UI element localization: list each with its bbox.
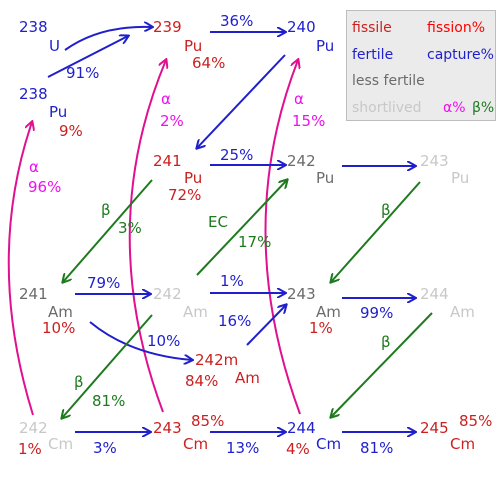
pu240-mass: 240 — [287, 18, 316, 36]
capture-label-pu238: 91% — [66, 64, 100, 82]
pu240-symbol: Pu — [316, 37, 335, 55]
capture-label-cm244: 81% — [360, 439, 394, 457]
capture-arrow-am242m-am243 — [246, 305, 286, 346]
pu239-fission-pct: 64% — [192, 54, 226, 72]
legend-less-fertile: less fertile — [352, 73, 425, 89]
am242m-fission-pct: 84% — [185, 372, 219, 390]
legend-box: fissile fission% fertile capture% less f… — [346, 10, 496, 121]
ec-label-am242: 17% — [238, 233, 272, 251]
alpha-label-cm244: 15% — [292, 112, 326, 130]
beta-arrow-am242-cm242 — [62, 314, 153, 418]
cm244-mass: 244 — [287, 419, 316, 437]
alpha-symbol-cm242: α — [29, 158, 39, 176]
am242m-symbol: Am — [235, 369, 260, 387]
am244-symbol: Am — [450, 303, 475, 321]
u238-symbol: U — [49, 37, 60, 55]
capture-arrow-pu238-u239 — [47, 36, 128, 78]
alpha-arrow-cm242-pu238 — [7, 122, 33, 416]
pu238-mass: 238 — [19, 85, 48, 103]
am242-mass: 242 — [153, 285, 182, 303]
alpha-arrow-cm244-pu240 — [264, 60, 301, 415]
legend-shortlived: shortlived — [352, 100, 422, 116]
beta-symbol-pu243: β — [381, 201, 391, 219]
beta-symbol-am244: β — [381, 333, 391, 351]
capture-label-cm243: 13% — [226, 439, 260, 457]
alpha-label-cm243: 2% — [160, 112, 184, 130]
am244-mass: 244 — [420, 285, 449, 303]
am243-fission-pct: 1% — [309, 319, 333, 337]
pu243-mass: 243 — [420, 152, 449, 170]
cm245-fission-pct: 85% — [459, 412, 493, 430]
beta-symbol-am242: β — [74, 373, 84, 391]
alpha-label-cm242: 96% — [28, 178, 62, 196]
beta-label-am242: 81% — [92, 392, 126, 410]
pu241-symbol: Pu — [184, 169, 203, 187]
beta-label-pu241: 3% — [118, 219, 142, 237]
beta-arrow-am244-cm244 — [331, 312, 433, 417]
capture-label-am241-am242m: 10% — [147, 332, 181, 350]
legend-fissile: fissile — [352, 20, 392, 36]
beta-arrow-pu243-am243 — [331, 181, 421, 282]
legend-fission-pct: fission% — [427, 20, 486, 36]
am241-mass: 241 — [19, 285, 48, 303]
beta-arrow-pu241-am241 — [63, 179, 153, 282]
capture-label-cm242: 3% — [93, 439, 117, 457]
cm242-mass: 242 — [19, 419, 48, 437]
ec-arrow-am242-pu242 — [196, 180, 287, 276]
legend-fertile: fertile — [352, 47, 394, 63]
pu243-symbol: Pu — [451, 169, 470, 187]
legend-alpha-pct: α% — [443, 100, 466, 116]
am243-symbol: Am — [316, 303, 341, 321]
capture-label-am242: 1% — [220, 272, 244, 290]
am243-mass: 243 — [287, 285, 316, 303]
cm244-fission-pct: 4% — [286, 440, 310, 458]
cm243-symbol: Cm — [183, 435, 209, 453]
pu239-mass: 239 — [153, 18, 182, 36]
capture-label-am243: 99% — [360, 304, 394, 322]
u238-mass: 238 — [19, 18, 48, 36]
pu238-fission-pct: 9% — [59, 122, 83, 140]
legend-beta-pct: β% — [472, 100, 495, 116]
am241-symbol: Am — [48, 303, 73, 321]
capture-arrow-pu240-pu241 — [197, 54, 286, 148]
cm243-fission-pct: 85% — [191, 412, 225, 430]
capture-label-pu241: 25% — [220, 146, 254, 164]
cm242-symbol: Cm — [48, 435, 74, 453]
pu242-mass: 242 — [287, 152, 316, 170]
cm243-mass: 243 — [153, 419, 182, 437]
am241-fission-pct: 10% — [42, 319, 76, 337]
pu241-mass: 241 — [153, 152, 182, 170]
legend-capture-pct: capture% — [427, 47, 494, 63]
am242-symbol: Am — [183, 303, 208, 321]
cm242-fission-pct: 1% — [18, 440, 42, 458]
pu238-symbol: Pu — [49, 103, 68, 121]
capture-label-pu239: 36% — [220, 12, 254, 30]
am242m-mass: 242m — [195, 351, 239, 369]
alpha-symbol-cm244: α — [294, 90, 304, 108]
capture-label-am242m: 16% — [218, 312, 252, 330]
capture-label-am241-am242: 79% — [87, 274, 121, 292]
pu241-fission-pct: 72% — [168, 186, 202, 204]
pu242-symbol: Pu — [316, 169, 335, 187]
capture-arrow-am241-am242m — [89, 321, 192, 360]
capture-arrow-u238-u239 — [64, 27, 152, 51]
alpha-arrow-cm243-pu239 — [128, 60, 166, 413]
ec-symbol-am242: EC — [208, 213, 228, 231]
cm245-mass: 245 — [420, 419, 449, 437]
cm244-symbol: Cm — [316, 435, 342, 453]
cm245-symbol: Cm — [450, 435, 476, 453]
alpha-symbol-cm243: α — [161, 90, 171, 108]
pu239-symbol: Pu — [184, 37, 203, 55]
beta-symbol-pu241: β — [101, 201, 111, 219]
